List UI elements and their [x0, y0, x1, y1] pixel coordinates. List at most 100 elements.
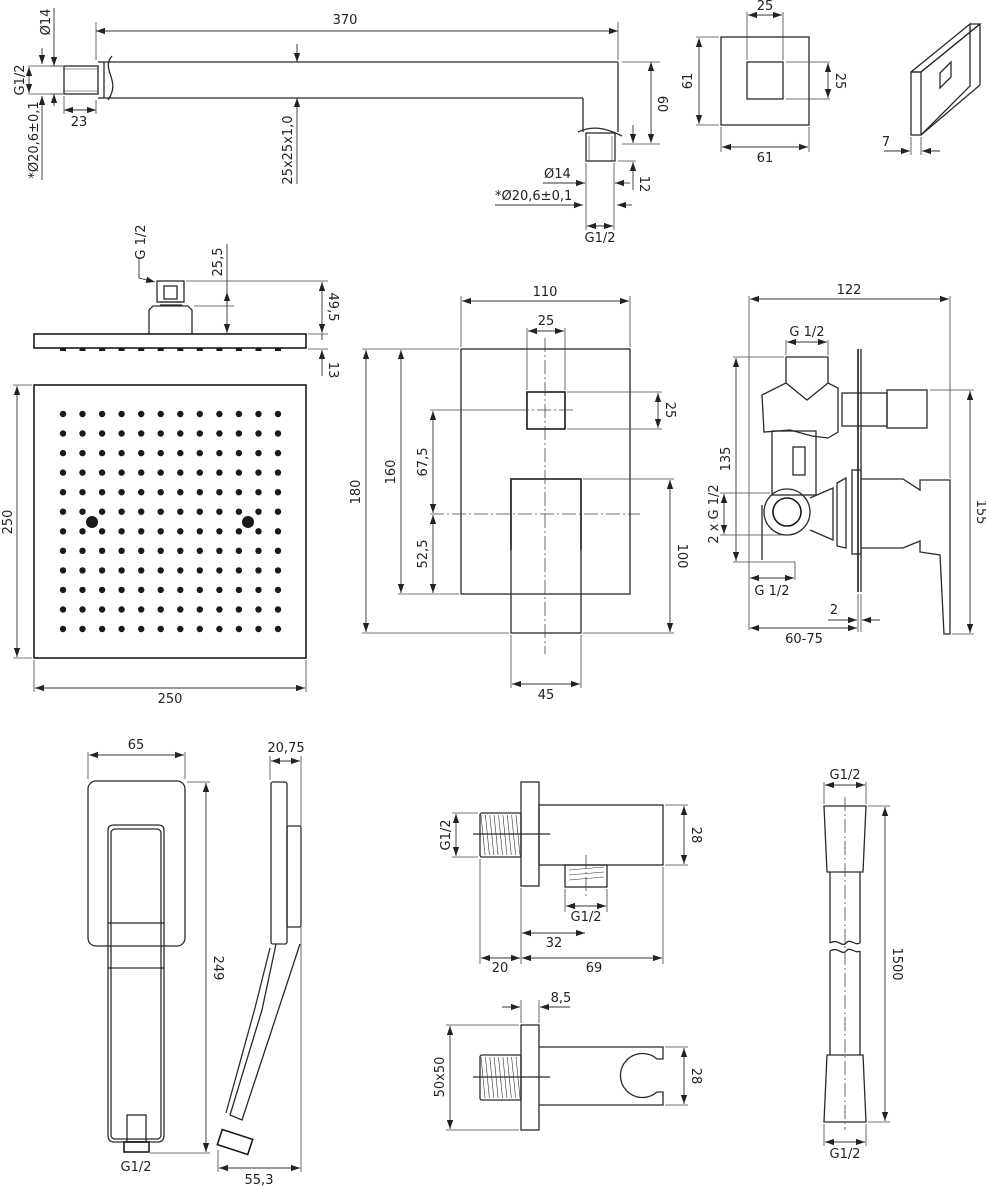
head-nozzle [235, 410, 243, 418]
head-nozzle [118, 508, 125, 515]
hose-fitting-bottom [823, 1054, 867, 1123]
dim-head-plate-thickness: 13 [325, 362, 340, 379]
dim-head-width: 250 [158, 692, 183, 707]
head-nozzle [157, 547, 164, 554]
head-nozzle [274, 489, 282, 496]
dim-mixer-knob-height: 25 [662, 402, 677, 419]
dim-outlet-body-length: 69 [586, 961, 603, 976]
head-nozzle [196, 410, 203, 418]
dim-hand-width: 65 [128, 738, 145, 753]
thread-line [489, 814, 495, 856]
head-nozzle [196, 430, 203, 437]
head-plate-side [33, 333, 307, 349]
head-nozzle [59, 508, 67, 515]
head-nozzle [79, 449, 86, 457]
dim-hose-length: 1500 [889, 947, 904, 980]
head-nozzle [157, 430, 164, 437]
mixer-lever [510, 478, 582, 634]
thread-line [485, 814, 490, 856]
head-nozzle [118, 606, 125, 613]
flange-isometric [910, 22, 982, 136]
dim-hand-side-depth: 55,3 [245, 1173, 274, 1188]
head-nozzle [235, 449, 243, 457]
head-nozzle [79, 586, 86, 594]
head-nozzle [98, 528, 106, 535]
head-nozzle [177, 625, 184, 633]
head-nozzle [118, 469, 125, 476]
head-nozzle [235, 508, 243, 515]
head-nozzle-grid [59, 410, 282, 633]
mixer-front-drawing: 110 25 25 180 160 67,5 52,5 100 [349, 285, 689, 703]
dim-mixer-upper-offset: 67,5 [416, 448, 431, 477]
head-nozzle [118, 489, 125, 496]
dim-arm-thread-left: G1/2 [13, 65, 28, 96]
hand-shower-drawing: 65 249 G1/2 20,75 55,3 [87, 738, 305, 1188]
dim-outlet-thread-length: 20 [492, 961, 509, 976]
head-nozzle [157, 469, 164, 476]
head-nozzle [98, 430, 106, 437]
thread-line [507, 814, 512, 856]
head-nozzle [79, 489, 86, 496]
head-nozzle [177, 430, 184, 437]
head-nozzle [157, 606, 164, 613]
outlet-thread-in-hatch [480, 814, 521, 856]
dim-flange-opening-height: 25 [832, 73, 847, 90]
head-nozzle [138, 489, 145, 496]
head-nozzle [79, 430, 86, 437]
dim-arm-section: 25x25x1,0 [281, 115, 296, 184]
head-nozzle [59, 586, 67, 594]
mixer-lever-top [510, 478, 582, 550]
head-nozzle [157, 449, 164, 457]
head-nozzle [255, 606, 262, 613]
head-nozzle [216, 508, 223, 515]
head-nozzle [118, 528, 125, 535]
holder-body [539, 1046, 664, 1106]
head-nozzle [216, 547, 223, 554]
head-nozzle [118, 625, 125, 633]
head-nozzle [177, 586, 184, 594]
head-nozzle [118, 547, 125, 554]
dim-mixer-side-threads: 2 x G 1/2 [707, 484, 722, 543]
head-side-nozzle [138, 348, 145, 351]
head-nozzle [235, 430, 243, 437]
head-nozzle [216, 528, 223, 535]
head-shower-side-drawing: G 1/2 25,5 49,5 13 [33, 224, 340, 379]
head-nozzle [177, 469, 184, 476]
head-nozzle [59, 567, 67, 574]
head-nozzle [59, 449, 67, 457]
head-nozzle [118, 410, 125, 418]
head-nozzle [196, 586, 203, 594]
dim-hand-length: 249 [210, 956, 225, 981]
head-nozzle [79, 410, 86, 418]
head-nozzle [79, 528, 86, 535]
arm-thread-nipple [63, 65, 99, 95]
flange-opening [746, 61, 784, 100]
head-nozzle [59, 430, 67, 437]
head-nozzle [274, 567, 282, 574]
head-nozzle [196, 606, 203, 613]
head-nozzle [196, 528, 203, 535]
head-nozzle [79, 606, 86, 613]
dim-mixer-plate-width: 110 [533, 285, 558, 300]
dim-outlet-diameter: 28 [688, 827, 703, 844]
head-nozzle [98, 469, 106, 476]
hose-fitting-top [823, 805, 867, 873]
dim-arm-outer-dia-left: *Ø20,6±0,1 [27, 101, 42, 178]
head-nozzle [274, 410, 282, 418]
thread-line [493, 814, 499, 856]
head-nozzle [196, 489, 203, 496]
head-nozzle [138, 508, 145, 515]
dim-mixer-lever-height: 100 [674, 544, 689, 569]
head-nozzle [196, 449, 203, 457]
mixer-outlet-ring [763, 488, 811, 536]
arm-flange-drawing: 25 25 61 61 7 [681, 0, 982, 166]
dim-hand-depth: 20,75 [267, 741, 304, 756]
dim-mixer-plate-thickness: 2 [830, 603, 838, 618]
dim-flange-thickness: 7 [882, 135, 890, 150]
head-nozzle [98, 586, 106, 594]
head-side-nozzle [216, 348, 223, 351]
head-nozzle [138, 606, 145, 613]
dim-outlet-offset: 32 [546, 936, 563, 951]
head-nozzle [235, 586, 243, 594]
